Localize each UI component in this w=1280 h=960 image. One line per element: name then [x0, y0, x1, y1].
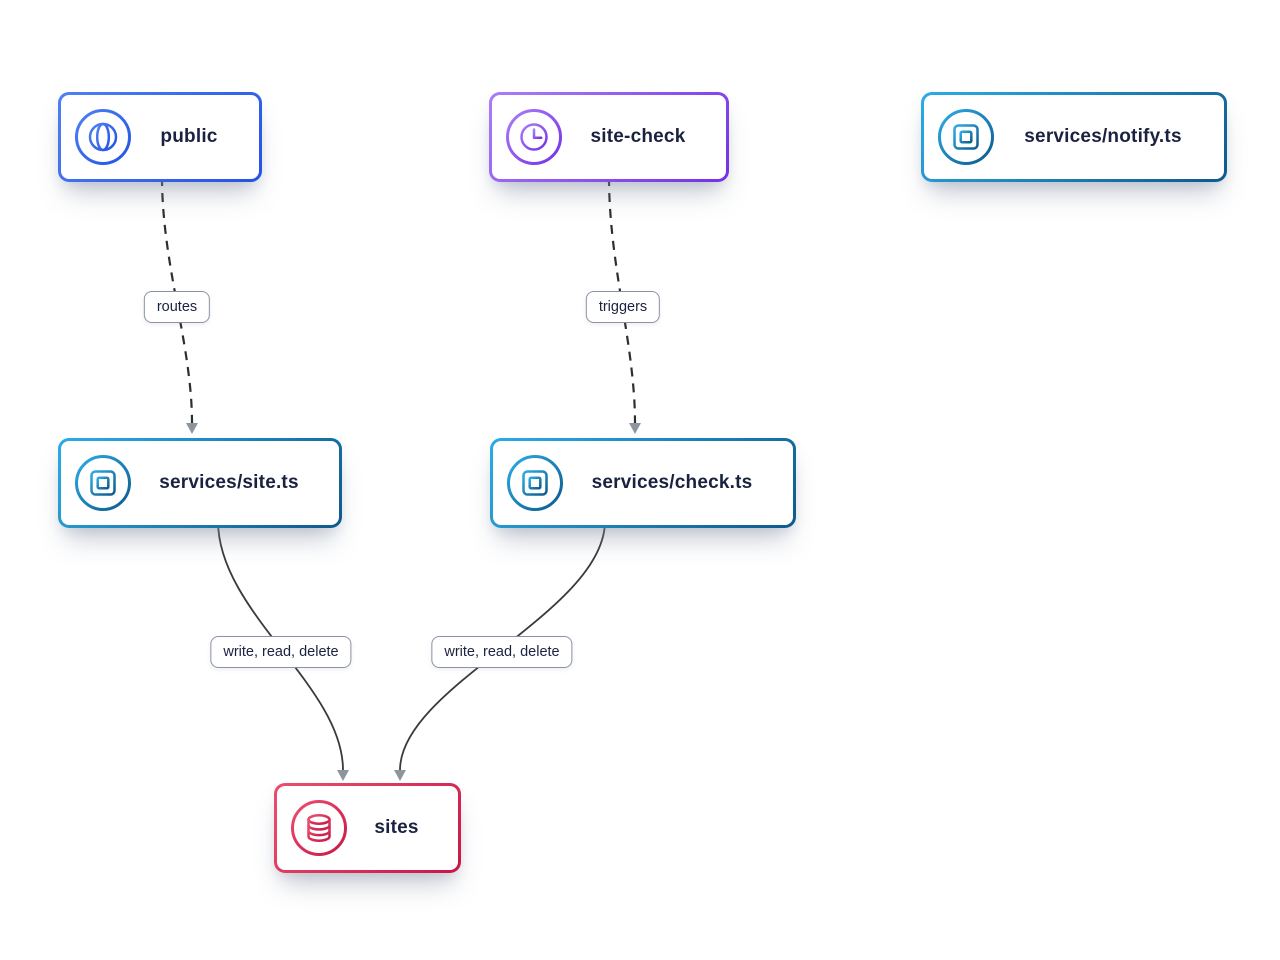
globe-icon	[75, 109, 131, 165]
arrowhead-icon	[186, 423, 198, 434]
node-site-check[interactable]: site-check	[489, 92, 729, 182]
edge-label-triggers: triggers	[585, 291, 661, 323]
edge-label-write-read-delete-left: write, read, delete	[210, 636, 352, 668]
database-icon	[291, 800, 347, 856]
chip-icon	[938, 109, 994, 165]
node-label: services/site.ts	[159, 472, 299, 493]
chip-icon	[507, 455, 563, 511]
arrowhead-icon	[394, 770, 406, 781]
edge-public-to-site	[160, 176, 198, 434]
node-label: services/check.ts	[591, 472, 753, 493]
node-services-check[interactable]: services/check.ts	[490, 438, 796, 528]
clock-icon	[506, 109, 562, 165]
edge-sitecheck-to-check	[607, 176, 641, 434]
node-label: site-check	[590, 126, 686, 147]
node-sites[interactable]: sites	[274, 783, 461, 873]
node-label: sites	[374, 817, 419, 838]
node-services-site[interactable]: services/site.ts	[58, 438, 342, 528]
chip-icon	[75, 455, 131, 511]
arrowhead-icon	[629, 423, 641, 434]
edge-label-routes: routes	[143, 291, 211, 323]
edge-label-write-read-delete-right: write, read, delete	[431, 636, 573, 668]
node-label: public	[160, 126, 218, 147]
arrowhead-icon	[337, 770, 349, 781]
node-services-notify[interactable]: services/notify.ts	[921, 92, 1227, 182]
node-public[interactable]: public	[58, 92, 262, 182]
node-label: services/notify.ts	[1024, 126, 1182, 147]
